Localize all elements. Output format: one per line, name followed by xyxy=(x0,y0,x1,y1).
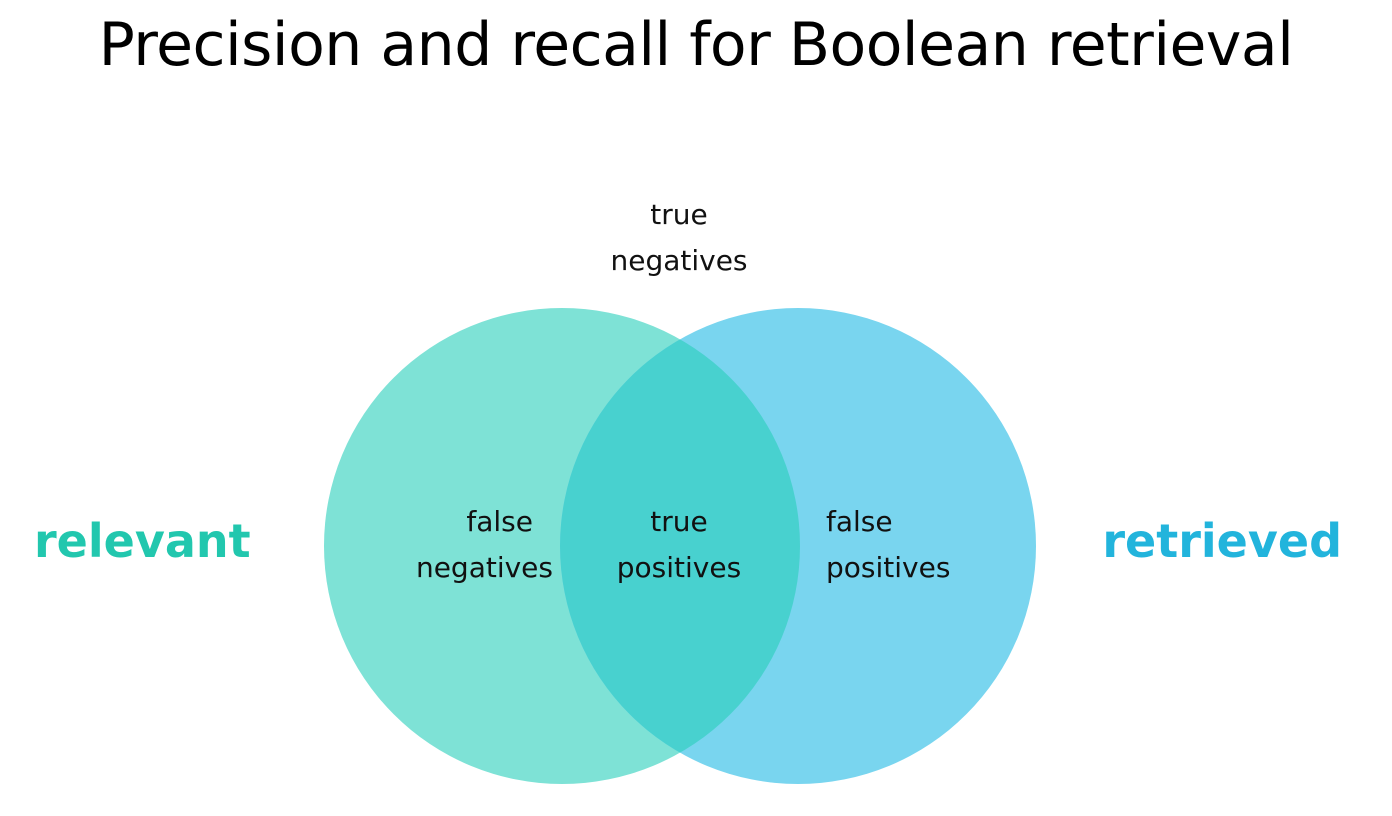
false-positives-label: false positives xyxy=(826,499,1006,591)
false-positives-line2: positives xyxy=(826,551,951,584)
false-negatives-line2: negatives xyxy=(415,551,553,584)
true-positives-line2: positives xyxy=(616,551,742,584)
true-negatives-line2: negatives xyxy=(610,244,748,277)
false-negatives-line1: false xyxy=(466,505,533,538)
true-negatives-line1: true xyxy=(650,198,708,231)
true-negatives-label: true negatives xyxy=(579,192,779,284)
relevant-set-label: relevant xyxy=(34,514,251,568)
diagram-title: Precision and recall for Boolean retriev… xyxy=(98,10,1294,80)
true-positives-line1: true xyxy=(650,505,708,538)
true-positives-label: true positives xyxy=(589,499,769,591)
false-positives-line1: false xyxy=(826,505,893,538)
overlap-region xyxy=(560,308,800,784)
retrieved-set-label: retrieved xyxy=(1102,514,1342,568)
false-negatives-label: false negatives xyxy=(373,499,553,591)
